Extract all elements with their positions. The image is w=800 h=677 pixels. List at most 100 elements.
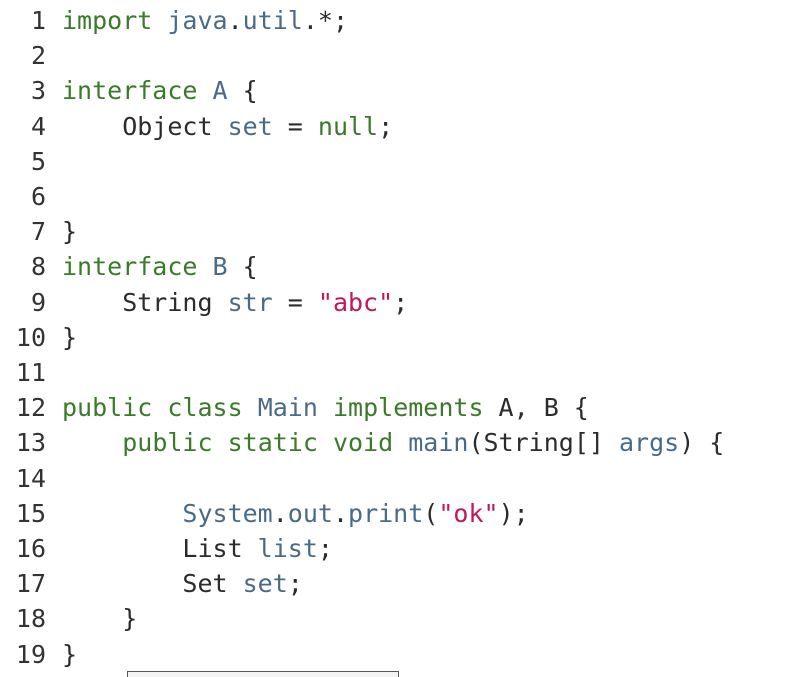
code-token: . (227, 6, 243, 35)
code-text: } (62, 320, 77, 355)
line-number: 9 (30, 287, 46, 317)
code-text: } (62, 637, 77, 672)
code-token: interface (62, 76, 198, 106)
code-token: out (287, 498, 333, 528)
line-number: 1 (30, 6, 46, 35)
code-text: public static void main(String[] args) { (62, 425, 724, 460)
code-token: B (212, 252, 228, 282)
code-token: . (272, 498, 288, 528)
code-line[interactable]: 10} (0, 320, 800, 355)
code-token: } (62, 217, 78, 247)
code-token: "abc" (317, 287, 394, 317)
code-token (62, 428, 122, 457)
code-token: print (348, 498, 424, 528)
code-token: { (227, 76, 258, 106)
code-text: public class Main implements A, B { (62, 390, 589, 425)
code-line[interactable]: 2 (0, 38, 800, 73)
code-line[interactable]: 16 List list; (0, 531, 800, 566)
code-token (243, 393, 258, 422)
code-line[interactable]: 15 System.out.print("ok"); (0, 496, 800, 531)
code-token: (String[] (468, 428, 619, 458)
code-token: str (227, 287, 273, 317)
line-number: 19 (15, 639, 46, 669)
code-line[interactable]: 17 Set set; (0, 566, 800, 601)
line-number: 12 (15, 393, 46, 423)
code-token: } (62, 639, 78, 669)
line-number: 13 (15, 428, 46, 458)
code-text: String str = "abc"; (62, 285, 408, 320)
code-token (62, 499, 182, 528)
line-number: 3 (30, 76, 46, 106)
code-token: import (62, 6, 153, 35)
code-token: ) { (679, 428, 725, 458)
code-token: = (272, 287, 318, 317)
code-token (318, 428, 333, 457)
code-token: } (62, 604, 138, 634)
code-token: set (227, 111, 273, 141)
code-line[interactable]: 12 public class Main implements A, B { (0, 390, 800, 425)
code-line[interactable]: 3 interface A { (0, 73, 800, 108)
code-token: { (227, 252, 258, 282)
code-line[interactable]: 14 (0, 461, 800, 496)
horizontal-scrollbar[interactable] (127, 671, 399, 677)
line-number: 2 (30, 41, 46, 71)
code-token: public (62, 393, 153, 423)
line-number: 10 (15, 322, 46, 352)
code-line[interactable]: 1 import java.util.*; (0, 3, 800, 38)
code-token: implements (332, 393, 484, 423)
code-text: } (62, 601, 137, 636)
code-line[interactable]: 11 (0, 355, 800, 390)
code-token (213, 428, 228, 457)
code-token: args (618, 428, 680, 458)
code-token: Set (62, 569, 243, 599)
line-number: 15 (15, 498, 46, 528)
line-number: 16 (15, 534, 46, 563)
code-text: import java.util.*; (62, 3, 348, 38)
code-token: String (62, 287, 228, 317)
code-text: Set set; (62, 566, 303, 601)
code-token (318, 393, 333, 422)
code-line[interactable]: 7} (0, 214, 800, 249)
code-line[interactable]: 18 } (0, 601, 800, 636)
code-token: public (122, 428, 213, 458)
code-token (393, 428, 408, 457)
code-token: ; (317, 534, 333, 563)
code-token: Object (62, 111, 228, 141)
code-token: java (167, 6, 228, 35)
line-number: 14 (15, 463, 46, 493)
code-line[interactable]: 13 public static void main(String[] args… (0, 425, 800, 460)
code-token: A, B { (483, 393, 589, 423)
line-number: 7 (30, 217, 46, 247)
line-number: 18 (15, 604, 46, 634)
code-token: static (227, 428, 318, 458)
code-token: null (317, 111, 379, 141)
code-token: ; (393, 287, 409, 317)
code-token: . (332, 498, 349, 528)
code-line[interactable]: 9 String str = "abc"; (0, 285, 800, 320)
code-text: } (62, 214, 77, 249)
code-token: util (242, 6, 303, 35)
code-text: interface A { (62, 73, 258, 108)
code-token: void (332, 428, 394, 458)
code-token: ); (498, 498, 529, 528)
code-token: main (408, 428, 469, 458)
code-text: Object set = null; (62, 109, 393, 144)
code-token: ; (287, 569, 303, 599)
code-line[interactable]: 4 Object set = null; (0, 109, 800, 144)
code-token (197, 252, 212, 281)
code-token: ; (378, 111, 394, 141)
line-number: 4 (30, 111, 46, 141)
code-text: List list; (62, 531, 333, 566)
line-number: 17 (15, 569, 46, 599)
code-token (152, 393, 167, 422)
code-token: "ok" (438, 498, 499, 528)
line-number: 6 (30, 182, 46, 211)
code-token (197, 76, 212, 105)
code-line[interactable]: 19} (0, 637, 800, 672)
code-token: Main (257, 393, 318, 423)
code-line[interactable]: 6 (0, 179, 800, 214)
code-line[interactable]: 5 (0, 144, 800, 179)
code-token: class (167, 393, 243, 423)
